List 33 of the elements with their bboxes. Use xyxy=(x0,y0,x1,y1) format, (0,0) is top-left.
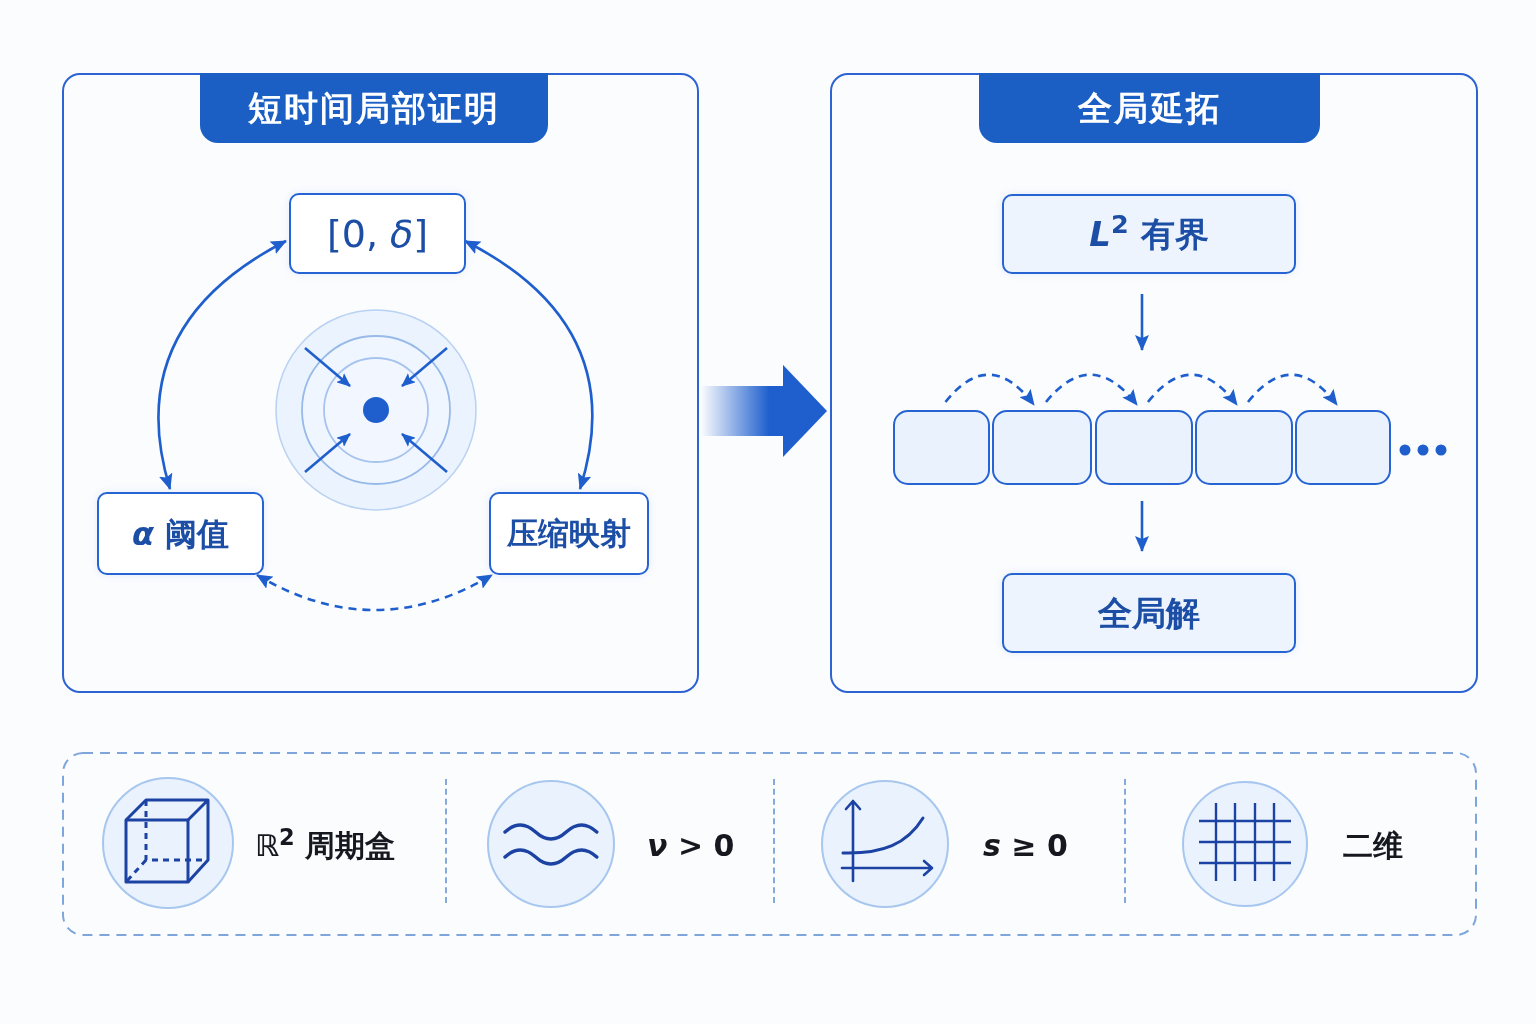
property-label: 二维 xyxy=(1343,831,1403,861)
double-arrow xyxy=(157,239,287,490)
empty-box xyxy=(893,410,990,485)
node-label: 全局解 xyxy=(1098,596,1200,630)
empty-box xyxy=(992,410,1092,485)
rounded-box xyxy=(1002,573,1296,653)
dashed-panel xyxy=(62,752,1477,936)
rounded-box xyxy=(1002,194,1296,274)
empty-box xyxy=(1095,410,1193,485)
dashed-arrow xyxy=(1247,373,1338,406)
panel xyxy=(62,73,699,693)
double-arrow xyxy=(464,239,594,490)
arrow xyxy=(1135,294,1149,351)
rounded-box xyxy=(97,492,264,575)
dashed-arrow xyxy=(1147,373,1238,406)
node-label: L$^{2}$ 有界 xyxy=(1089,217,1209,251)
panel xyxy=(830,73,1478,693)
panel-heading: 短时间局部证明 xyxy=(200,73,548,143)
property-label: ν > 0 xyxy=(647,831,735,861)
empty-box xyxy=(1195,410,1293,485)
arrow xyxy=(1135,501,1149,552)
node-label: α 阈值 xyxy=(131,517,230,550)
block-arrow xyxy=(701,364,827,457)
property-label: s ≥ 0 xyxy=(983,831,1068,861)
empty-box xyxy=(1295,410,1391,485)
node-label: [0, δ] xyxy=(326,214,429,253)
rounded-box xyxy=(289,193,466,274)
dashed-arrow xyxy=(1045,373,1138,406)
node-label: 压缩映射 xyxy=(507,518,631,549)
panel-heading: 全局延拓 xyxy=(979,73,1320,143)
dashed-arrow xyxy=(256,573,493,612)
dashed-arrow xyxy=(944,373,1035,406)
rounded-box xyxy=(489,492,649,575)
